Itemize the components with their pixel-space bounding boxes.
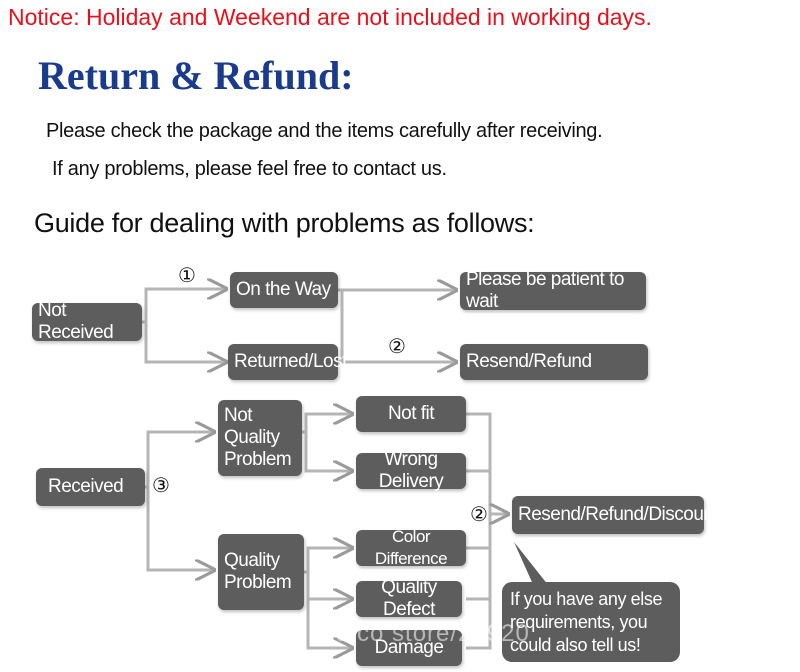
watermark: es.co store/27920	[322, 620, 530, 647]
contact-bubble: If you have any else requirements, you c…	[502, 582, 680, 662]
step-two-marker-bottom: ②	[470, 504, 488, 526]
be-patient-box: Please be patient to wait	[460, 269, 646, 312]
step-one-marker: ①	[178, 265, 196, 287]
not-fit-box: Not fit	[356, 396, 466, 432]
page-title: Return & Refund:	[38, 53, 354, 98]
resend-refund-box: Resend/Refund	[460, 344, 648, 380]
quality-problem-box: Quality Problem	[218, 534, 304, 610]
returned-lost-box: Returned/Lost	[228, 344, 347, 380]
wrong-delivery-box: Wrong Delivery	[356, 449, 466, 492]
not-received-box: Not Received	[32, 300, 142, 343]
holiday-notice: Notice: Holiday and Weekend are not incl…	[8, 4, 652, 30]
step-three-marker: ③	[152, 475, 170, 497]
received-box: Received	[36, 468, 145, 506]
guide-heading: Guide for dealing with problems as follo…	[34, 208, 535, 238]
damage-box: Damage	[356, 630, 462, 666]
step-two-marker-top: ②	[388, 336, 406, 358]
intro-line-1: Please check the package and the items c…	[46, 120, 603, 142]
quality-defect-box: Quality Defect	[356, 577, 462, 620]
not-quality-problem-box: Not Quality Problem	[218, 400, 302, 476]
color-difference-box: Color Difference	[356, 527, 466, 568]
on-the-way-box: On the Way	[230, 272, 338, 308]
resend-refund-discount-box: Resend/Refund/Discount	[512, 496, 719, 534]
intro-line-2: If any problems, please feel free to con…	[52, 158, 447, 180]
